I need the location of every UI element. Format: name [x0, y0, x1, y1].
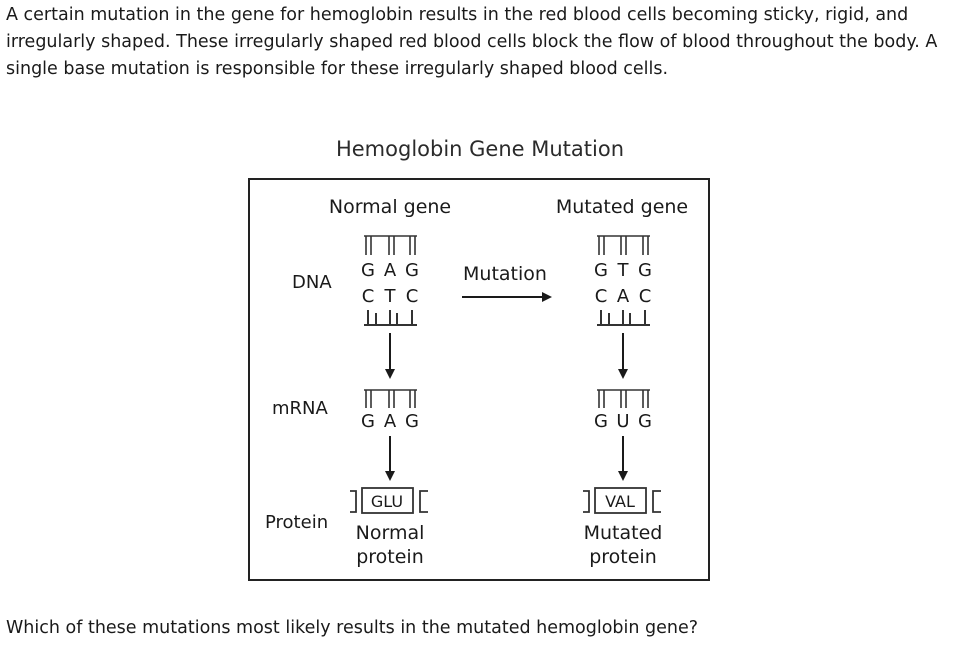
mutated-dna-bottom-base-2: A: [617, 286, 630, 307]
mutated-dna-bottom-comb: [597, 310, 650, 326]
mutated-amino-acid-box: [583, 487, 661, 514]
diagram-frame: [248, 178, 710, 581]
normal-dna-bottom-comb: [364, 310, 417, 326]
mutated-mrna-comb: [597, 389, 650, 408]
diagram-title: Hemoglobin Gene Mutation: [335, 137, 625, 161]
dna-row-label: DNA: [292, 272, 332, 293]
protein-row-label: Protein: [265, 512, 328, 533]
mutated-gene-header: Mutated gene: [556, 196, 688, 218]
normal-gene-header: Normal gene: [329, 196, 451, 218]
normal-dna-top-comb: [364, 235, 417, 255]
mutation-label: Mutation: [463, 263, 547, 285]
mutated-dna-top-base-3: G: [638, 260, 652, 281]
normal-mrna-base-2: A: [384, 411, 397, 432]
normal-protein-line1: Normal: [356, 522, 425, 544]
normal-dna-top-base-2: A: [384, 260, 397, 281]
mutated-mrna-base-1: G: [594, 411, 608, 432]
normal-amino-acid: GLU: [371, 492, 403, 511]
mutated-dna-top-comb: [597, 235, 650, 255]
normal-dna-bottom-base-1: C: [362, 286, 375, 307]
mutated-mrna-base-3: G: [638, 411, 652, 432]
mutated-dna-top-base-1: G: [594, 260, 608, 281]
normal-dna-top-base-3: G: [405, 260, 419, 281]
mutated-mrna-base-2: U: [616, 411, 629, 432]
intro-paragraph: A certain mutation in the gene for hemog…: [6, 5, 938, 79]
question-text: Which of these mutations most likely res…: [6, 618, 699, 638]
normal-amino-acid-box: [350, 487, 428, 514]
mrna-row-label: mRNA: [272, 398, 329, 419]
normal-mrna-comb: [364, 389, 417, 408]
normal-dna-bottom-base-2: T: [384, 286, 397, 307]
mutated-dna-bottom-base-3: C: [639, 286, 652, 307]
mutated-dna-top-base-2: T: [617, 260, 630, 281]
mutated-protein-line1: Mutated: [584, 522, 663, 544]
normal-protein-line2: protein: [356, 546, 424, 568]
normal-dna-bottom-base-3: C: [406, 286, 419, 307]
normal-mrna-base-1: G: [361, 411, 375, 432]
normal-dna-top-base-1: G: [361, 260, 375, 281]
mutated-dna-bottom-base-1: C: [595, 286, 608, 307]
mutated-amino-acid: VAL: [605, 492, 635, 511]
mutated-protein-line2: protein: [589, 546, 657, 568]
normal-mrna-base-3: G: [405, 411, 419, 432]
